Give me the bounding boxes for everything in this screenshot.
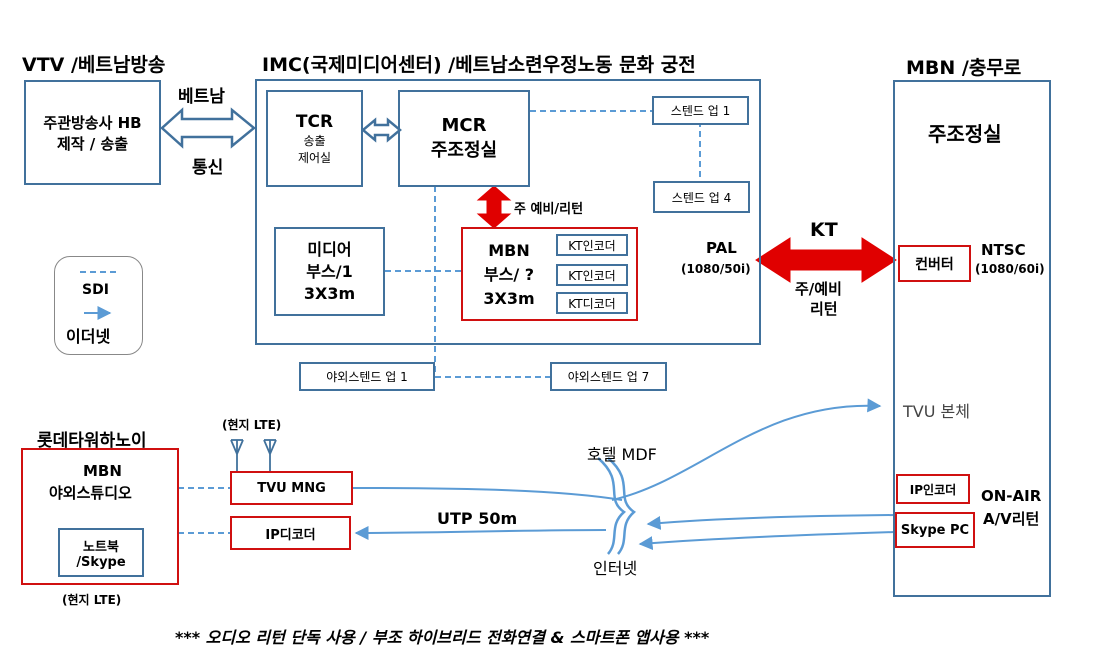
- tvu-body-label: TVU 본체: [903, 402, 970, 421]
- imc-container-box: [255, 79, 761, 345]
- mcr-subtitle: 주조정실: [430, 140, 498, 161]
- mbn-booth-box: MBN 부스/ ? 3X3m KT인코더 KT인코더 KT디코더: [461, 227, 638, 321]
- laptop-skype-box: 노트북 /Skype: [58, 528, 144, 577]
- tvu-mng-box: TVU MNG: [230, 471, 353, 505]
- laptop-line2: /Skype: [76, 554, 126, 570]
- footer-note: *** 오디오 리턴 단독 사용 / 부조 하이브리드 전화연결 & 스마트폰 …: [175, 628, 710, 647]
- kt-red-double-arrow: [755, 237, 897, 283]
- ntsc-format: (1080/60i): [975, 262, 1045, 276]
- internet-cloud-right: [607, 457, 637, 555]
- kt-decoder: KT디코더: [556, 292, 628, 314]
- kt-encoder-2: KT인코더: [556, 264, 628, 286]
- internet-label: 인터넷: [593, 559, 638, 578]
- converter-box: 컨버터: [898, 245, 971, 282]
- ip-decoder-box: IP디코더: [230, 516, 351, 550]
- mbn-container-box: [893, 80, 1051, 597]
- media-booth-line2: 부스/1: [306, 261, 353, 281]
- mbn-title: MBN /충무로: [906, 57, 1022, 79]
- on-air-label: ON-AIR: [981, 487, 1042, 505]
- outdoor-standup-1-box: 야외스텐드 업 1: [299, 362, 435, 391]
- tcr-line1: 송출: [303, 133, 326, 148]
- skype-to-internet-line: [638, 531, 896, 551]
- mbn-booth-line2: 부스/ ?: [483, 265, 535, 284]
- utp-label: UTP 50m: [437, 509, 518, 528]
- standup-1-box: 스텐드 업 1: [652, 96, 749, 125]
- pal-label: PAL: [706, 239, 737, 257]
- lotte-title: 롯데타워하노이: [37, 431, 147, 451]
- outdoor-studio-box: [21, 448, 179, 585]
- media-booth-line1: 미디어: [307, 239, 352, 259]
- lte-bottom-label: (현지 LTE): [62, 593, 122, 607]
- kt-note2: 리턴: [810, 300, 838, 318]
- outdoor-standup-7-box: 야외스텐드 업 7: [550, 362, 667, 391]
- kt-label: KT: [810, 219, 838, 241]
- internet-to-decoder-line: [354, 525, 607, 540]
- vtv-title: VTV /베트남방송: [22, 54, 166, 76]
- tcr-box: TCR 송출 제어실: [266, 90, 363, 187]
- mcr-box: MCR 주조정실: [398, 90, 530, 187]
- telecom-label: 통신: [192, 158, 224, 178]
- av-return-label: A/V리턴: [983, 510, 1040, 528]
- standup-4-box: 스텐드 업 4: [653, 181, 750, 213]
- lte-antenna-label: (현지 LTE): [222, 418, 282, 432]
- skype-pc-box: Skype PC: [895, 512, 975, 548]
- mbn-booth-line1: MBN: [488, 241, 530, 260]
- internet-cloud-left: [597, 457, 627, 555]
- tvu-to-internet-line: [352, 487, 623, 501]
- vtv-box-line1: 주관방송사 HB: [43, 113, 142, 132]
- main-backup-return-label: 주 예비/리턴: [514, 202, 584, 217]
- vtv-imc-double-arrow: [160, 107, 256, 149]
- tcr-mcr-double-arrow: [361, 117, 402, 143]
- legend-sdi-label: SDI: [82, 282, 109, 298]
- legend-box: [54, 256, 143, 355]
- ip-encoder-to-internet-line: [646, 514, 896, 530]
- ntsc-label: NTSC: [981, 241, 1026, 259]
- pal-format: (1080/50i): [681, 262, 751, 276]
- mcr-title: MCR: [441, 115, 487, 136]
- imc-title: IMC(국제미디어센터) /베트남소련우정노동 문화 궁전: [262, 54, 696, 76]
- media-booth-box: 미디어 부스/1 3X3m: [274, 227, 385, 316]
- laptop-line1: 노트북: [83, 539, 119, 555]
- kt-note1: 주/예비: [795, 280, 842, 298]
- media-booth-line3: 3X3m: [303, 283, 356, 303]
- kt-encoder-1: KT인코더: [556, 234, 628, 256]
- lte-antennas: [230, 439, 277, 472]
- internet-to-tvu-body-line: [611, 398, 882, 501]
- vtv-broadcaster-box: 주관방송사 HB 제작 / 송출: [24, 80, 161, 185]
- vtv-box-line2: 제작 / 송출: [56, 134, 129, 153]
- ip-encoder-box: IP인코더: [896, 474, 970, 504]
- legend-ethernet-label: 이더넷: [66, 327, 111, 346]
- tcr-line2: 제어실: [297, 150, 332, 165]
- mbn-control-room-label: 주조정실: [928, 122, 1002, 146]
- studio-line1: MBN: [83, 462, 122, 480]
- vietnam-label: 베트남: [178, 87, 225, 107]
- studio-line2: 야외스튜디오: [49, 484, 132, 502]
- tcr-title: TCR: [295, 111, 334, 132]
- hotel-mdf-label: 호텔 MDF: [587, 445, 657, 464]
- mbn-booth-line3: 3X3m: [483, 289, 535, 308]
